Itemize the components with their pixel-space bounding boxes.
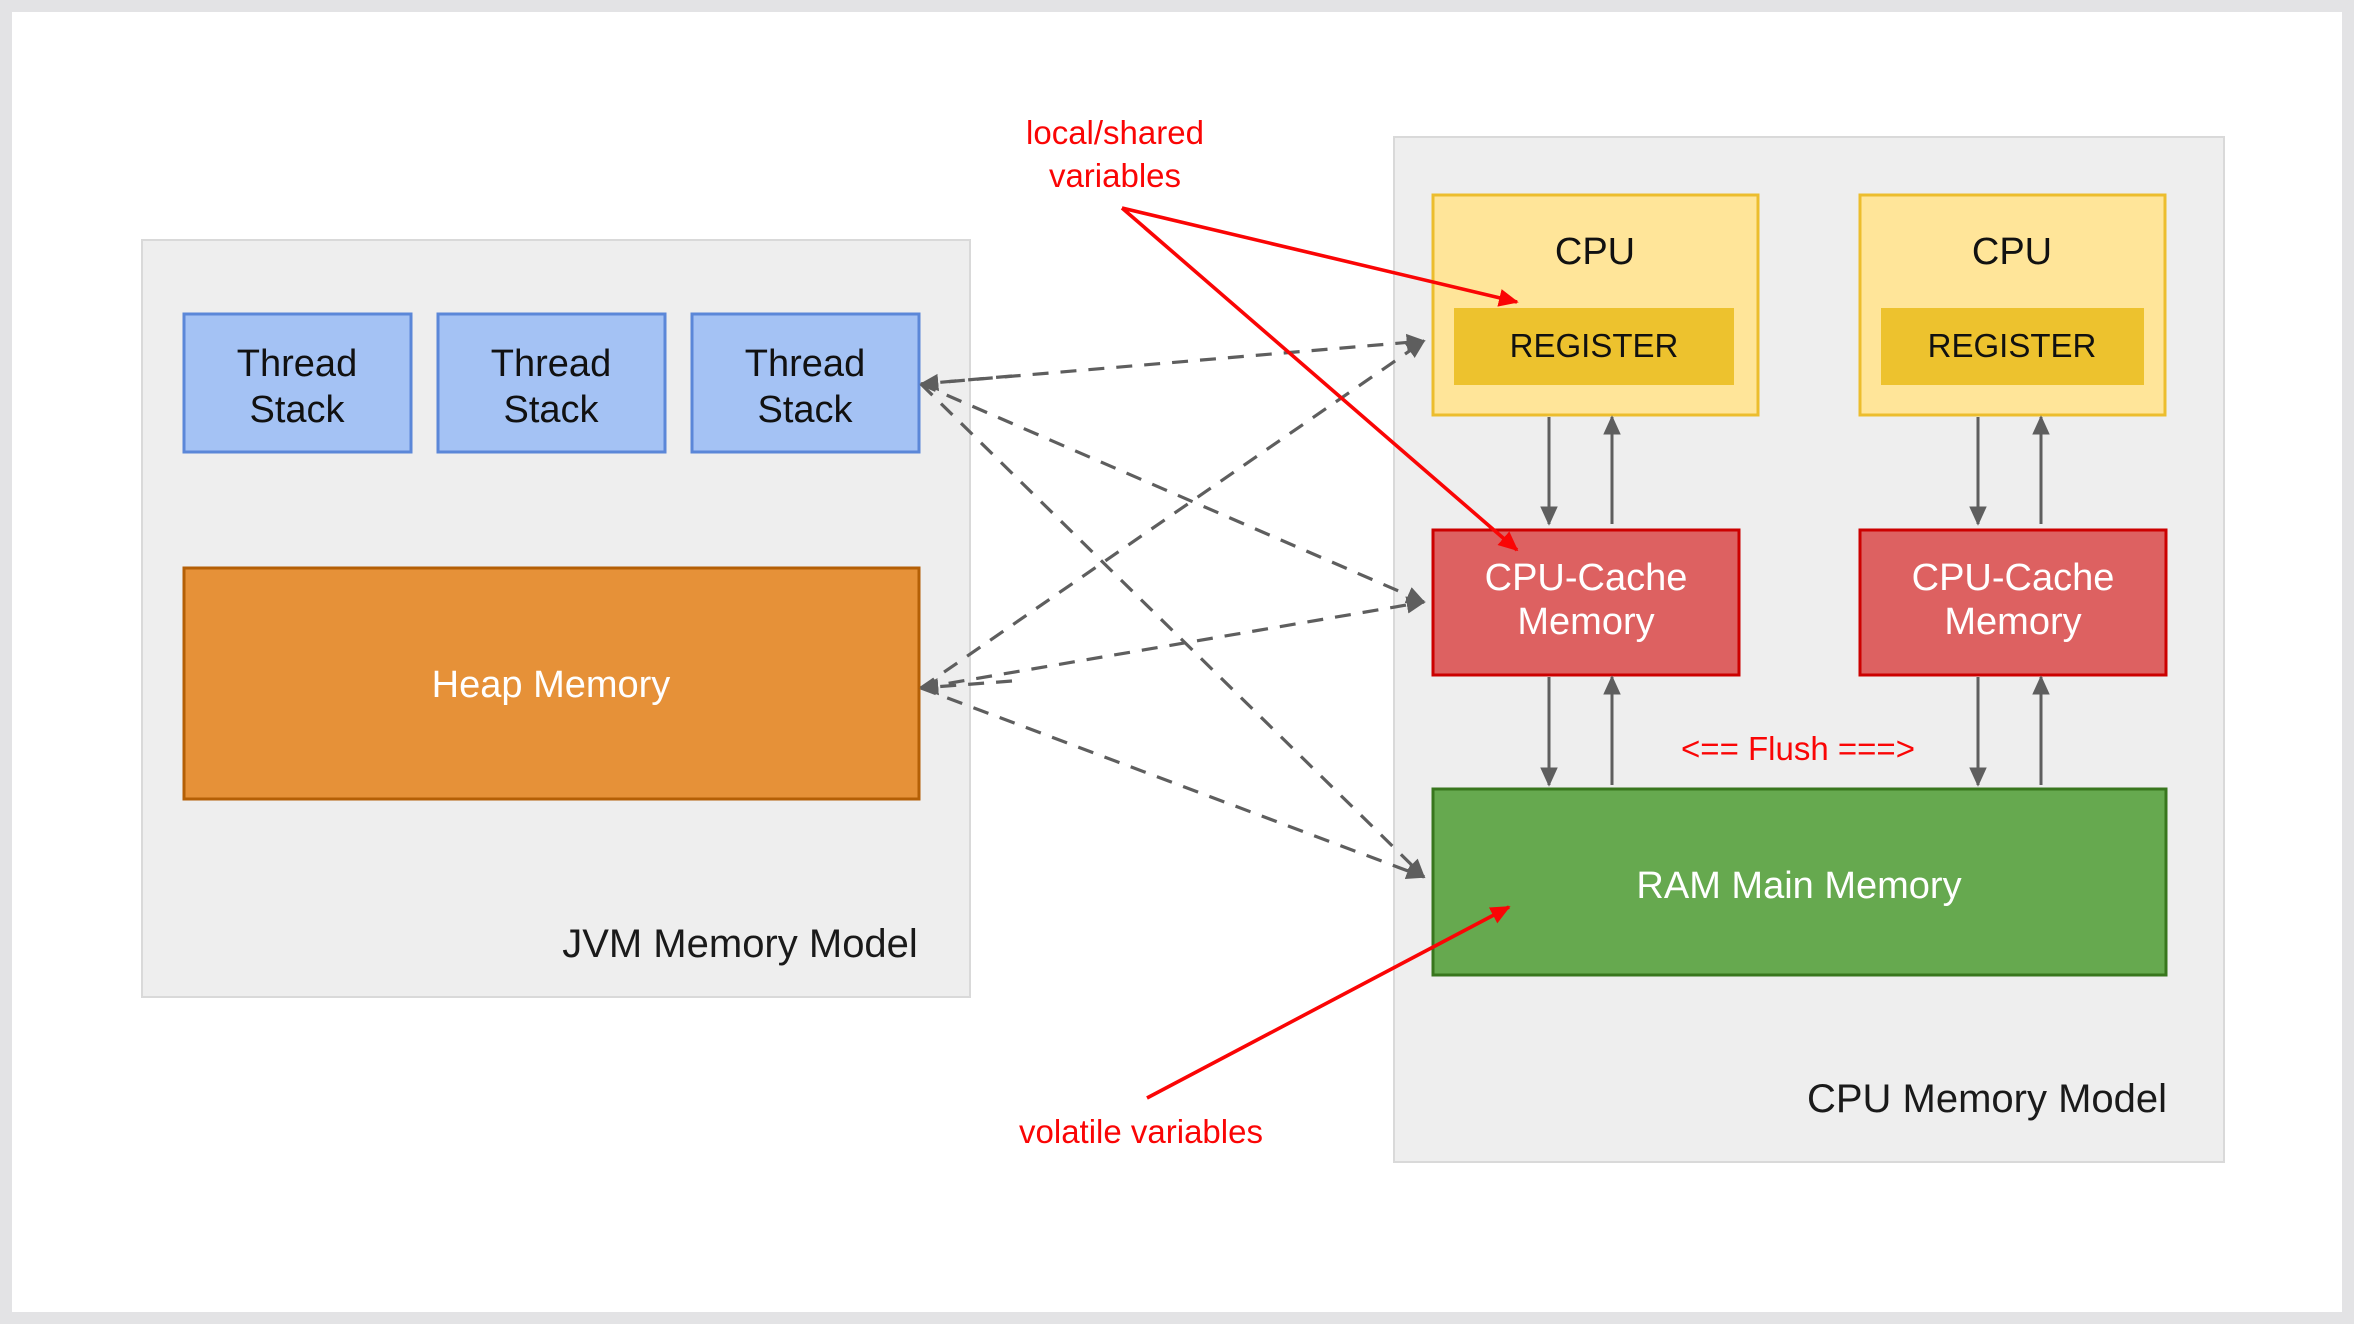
- thread-stack-3-label-line2: Stack: [757, 389, 853, 431]
- thread-stack-1-box[interactable]: [182, 312, 413, 454]
- red-arrow-to-cache: [1120, 206, 1519, 552]
- cpu-group-label: CPU Memory Model: [1807, 1077, 2167, 1121]
- cpu-2[interactable]: CPU REGISTER: [1858, 193, 2167, 417]
- thread-stack-1-label-line2: Stack: [249, 389, 345, 431]
- cpu-cache-2-box[interactable]: [1858, 528, 2168, 677]
- ram-main-memory[interactable]: RAM Main Memory: [1431, 787, 2168, 977]
- jvm-group-label: JVM Memory Model: [562, 922, 918, 966]
- dashed-threadstack-to-cache: [920, 382, 1426, 604]
- thread-stack-1-label-line1: Thread: [237, 343, 357, 385]
- cpu-core-1: CPU REGISTER CPU-Cache Memory: [1431, 193, 1760, 787]
- cpu-cache-1-label-line1: CPU-Cache: [1485, 557, 1688, 599]
- annotation-local-shared-line2: variables: [1049, 157, 1181, 194]
- cpu-cache-2[interactable]: CPU-Cache Memory: [1858, 528, 2168, 677]
- thread-stack-2[interactable]: Thread Stack: [436, 312, 667, 454]
- cpu-1-register-label: REGISTER: [1510, 327, 1679, 364]
- cpu-1-label: CPU: [1555, 231, 1635, 273]
- thread-stack-3[interactable]: Thread Stack: [690, 312, 921, 454]
- thread-stack-3-label-line1: Thread: [745, 343, 865, 385]
- dashed-arrowhead-heap: [919, 678, 1013, 696]
- dashed-threadstack-to-ram: [919, 382, 1426, 879]
- cpu-1-register-box[interactable]: [1454, 308, 1734, 385]
- thread-stack-3-box[interactable]: [690, 312, 921, 454]
- heap-memory[interactable]: Heap Memory: [182, 566, 921, 801]
- cpu-cache-2-label-line2: Memory: [1944, 601, 2081, 643]
- ram-main-memory-label: RAM Main Memory: [1636, 865, 1961, 907]
- annotation-local-shared-line1: local/shared: [1026, 114, 1204, 151]
- dashed-heap-to-ram: [920, 686, 1426, 880]
- annotation-volatile-variables: volatile variables: [1019, 905, 1511, 1150]
- cpu-2-label: CPU: [1972, 231, 2052, 273]
- cpu-memory-model-group: CPU REGISTER CPU-Cache Memory CPU R: [1393, 136, 2225, 1163]
- thread-stack-1[interactable]: Thread Stack: [182, 312, 413, 454]
- dashed-arrowhead-threadstack: [919, 373, 1013, 392]
- cpu-2-register-label: REGISTER: [1928, 327, 2097, 364]
- cpu-cache-1-box[interactable]: [1431, 528, 1741, 677]
- annotation-volatile-label: volatile variables: [1019, 1113, 1263, 1150]
- red-arrow-to-register: [1121, 206, 1519, 307]
- thread-stack-2-label-line2: Stack: [503, 389, 599, 431]
- heap-memory-label: Heap Memory: [432, 664, 671, 706]
- heap-memory-box[interactable]: [182, 566, 921, 801]
- jvm-memory-model-group: Thread Stack Thread Stack Thread Stack H…: [141, 239, 971, 998]
- cpu-2-register-box[interactable]: [1881, 308, 2144, 385]
- ram-main-memory-box[interactable]: [1431, 787, 2168, 977]
- dashed-heap-to-register: [920, 339, 1426, 690]
- dashed-heap-to-cache: [920, 596, 1426, 690]
- thread-stack-2-box[interactable]: [436, 312, 667, 454]
- jvm-cpu-dashed-links: [919, 333, 1426, 880]
- red-arrow-to-ram: [1146, 905, 1511, 1100]
- memory-model-diagram: Thread Stack Thread Stack Thread Stack H…: [141, 114, 2225, 1163]
- thread-stack-2-label-line1: Thread: [491, 343, 611, 385]
- flush-label: <== Flush ===>: [1681, 730, 1915, 767]
- cpu-core-2: CPU REGISTER CPU-Cache Memory: [1858, 193, 2168, 787]
- cpu-cache-1-label-line2: Memory: [1517, 601, 1654, 643]
- annotation-local-shared-variables: local/shared variables: [1026, 114, 1519, 552]
- cpu-cache-1[interactable]: CPU-Cache Memory: [1431, 528, 1741, 677]
- cpu-1[interactable]: CPU REGISTER: [1431, 193, 1760, 417]
- cpu-cache-2-label-line1: CPU-Cache: [1912, 557, 2115, 599]
